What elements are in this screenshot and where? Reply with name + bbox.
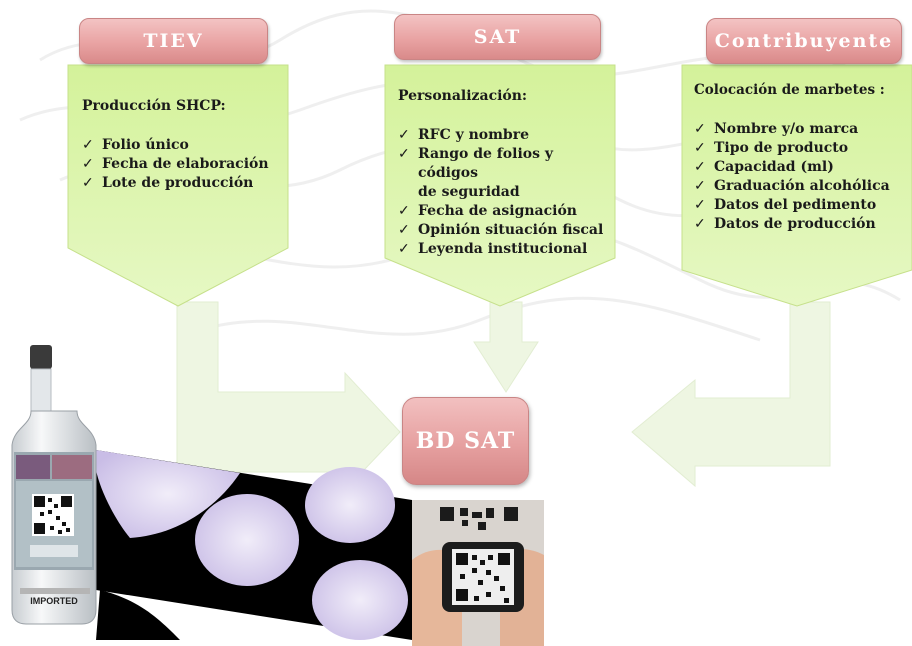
list-item: ✓ Leyenda institucional <box>398 240 613 259</box>
list-item: ✓ Rango de folios y códigos <box>398 145 613 183</box>
list-item-label: Leyenda institucional <box>418 241 588 257</box>
zoom-strip <box>96 450 412 640</box>
tiev-box-shape <box>67 64 289 307</box>
check-icon: ✓ <box>398 241 410 257</box>
bottle-image <box>11 345 97 625</box>
list-item: ✓ Capacidad (ml) <box>694 158 910 177</box>
tiev-header: TIEV <box>79 18 268 64</box>
contribuyente-box: Colocación de marbetes : ✓ Nombre y/o mar… <box>694 82 910 234</box>
contribuyente-box-title: Colocación de marbetes : <box>694 82 885 98</box>
list-item-label: Rango de folios y códigos <box>418 146 554 181</box>
list-item-label: Datos del pedimento <box>714 197 877 213</box>
sat-box-shape <box>384 64 616 307</box>
check-icon: ✓ <box>398 203 410 219</box>
flow-arrows <box>176 301 831 492</box>
check-icon: ✓ <box>694 197 706 213</box>
list-item-label: RFC y nombre <box>418 127 530 143</box>
sat-box-title: Personalización: <box>398 88 528 104</box>
list-item: ✓ RFC y nombre <box>398 126 613 145</box>
sat-header: SAT <box>394 14 601 60</box>
list-item: ✓ Fecha de asignación <box>398 202 613 221</box>
list-item: ✓ Datos del pedimento <box>694 196 910 215</box>
list-item-label: Capacidad (ml) <box>714 159 834 175</box>
check-icon: ✓ <box>694 140 706 156</box>
list-item: ✓ Fecha de elaboración <box>82 155 282 174</box>
list-item-label: Fecha de asignación <box>418 203 577 219</box>
list-item-label: de seguridad <box>418 184 520 200</box>
list-item-label: Folio único <box>102 137 189 153</box>
list-item-label: Graduación alcohólica <box>714 178 890 194</box>
list-item: ✓ Opinión situación fiscal <box>398 221 613 240</box>
list-item-label: Tipo de producto <box>714 140 849 156</box>
tiev-box-title: Producción SHCP: <box>82 98 226 114</box>
contribuyente-box-shape <box>681 64 912 307</box>
arrow-from-contribuyente <box>631 301 831 488</box>
list-item-label: Lote de producción <box>102 175 254 191</box>
check-icon: ✓ <box>694 159 706 175</box>
list-item-label: Fecha de elaboración <box>102 156 269 172</box>
list-item: ✓ Lote de producción <box>82 174 282 193</box>
list-item: ✓ Folio único <box>82 136 282 155</box>
contribuyente-item-list: ✓ Nombre y/o marca ✓ Tipo de producto ✓ Cap… <box>694 120 910 234</box>
check-icon: ✓ <box>398 146 410 162</box>
check-icon: ✓ <box>398 222 410 238</box>
bottle-brand-text: IMPORTED <box>30 596 78 606</box>
list-item: ✓ Tipo de producto <box>694 139 910 158</box>
tiev-box: Producción SHCP: ✓ Folio único ✓ Fecha de … <box>82 98 282 193</box>
check-icon: ✓ <box>398 127 410 143</box>
check-icon: ✓ <box>82 175 94 191</box>
list-item-label: Datos de producción <box>714 216 876 232</box>
list-item: ✓ Graduación alcohólica <box>694 177 910 196</box>
check-icon: ✓ <box>82 137 94 153</box>
arrow-from-sat <box>473 301 539 393</box>
phone-qr-photo <box>412 500 544 646</box>
check-icon: ✓ <box>694 121 706 137</box>
tiev-item-list: ✓ Folio único ✓ Fecha de elaboración ✓ Lote… <box>82 136 282 193</box>
list-item-continuation: de seguridad <box>398 183 613 202</box>
sat-box: Personalización: ✓ RFC y nombre ✓ Rango de… <box>398 88 613 259</box>
contribuyente-header: Contribuyente <box>706 18 902 64</box>
bd-sat-box: BD SAT <box>402 397 529 485</box>
list-item-label: Nombre y/o marca <box>714 121 859 137</box>
arrow-from-tiev <box>176 301 401 492</box>
check-icon: ✓ <box>694 216 706 232</box>
list-item: ✓ Datos de producción <box>694 215 910 234</box>
list-item: ✓ Nombre y/o marca <box>694 120 910 139</box>
list-item-label: Opinión situación fiscal <box>418 222 604 238</box>
check-icon: ✓ <box>82 156 94 172</box>
check-icon: ✓ <box>694 178 706 194</box>
sat-item-list: ✓ RFC y nombre ✓ Rango de folios y códigos… <box>398 126 613 259</box>
